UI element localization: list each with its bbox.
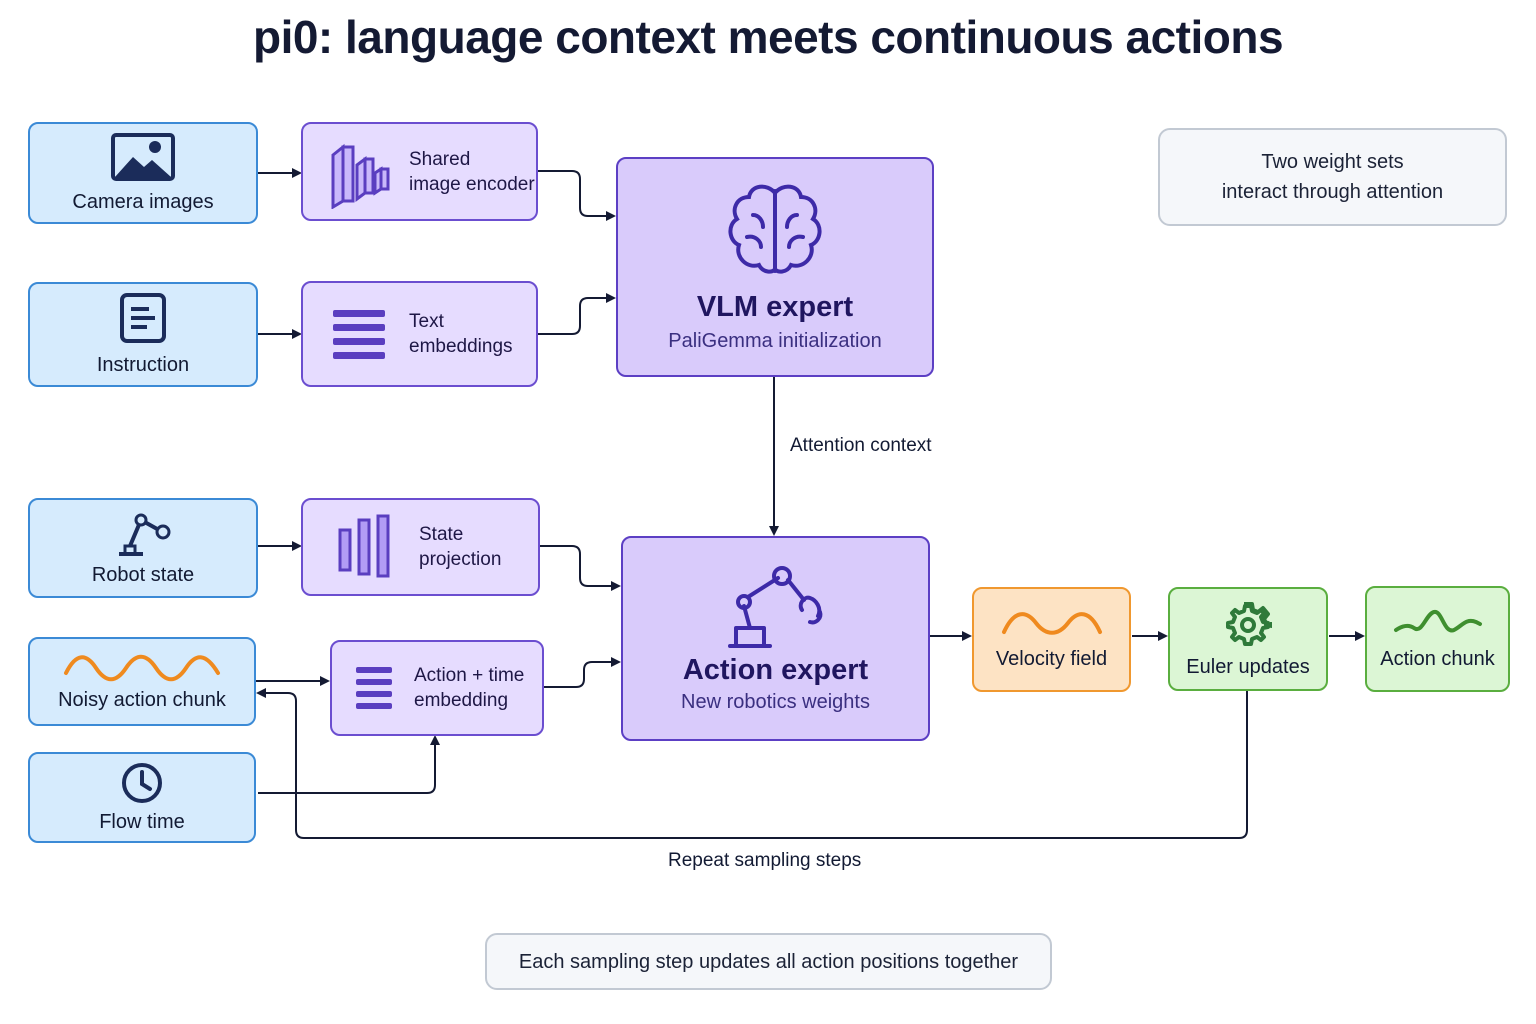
robot-arm-icon bbox=[727, 565, 822, 648]
weight-sets-note-line-1: Two weight sets bbox=[1261, 151, 1404, 173]
camera-images-node: Camera images bbox=[28, 122, 258, 224]
action-chunk-node: Action chunk bbox=[1365, 586, 1510, 692]
attention-context-label: Attention context bbox=[790, 435, 932, 456]
diagram-title: pi0: language context meets continuous a… bbox=[252, 11, 1284, 63]
robot-state-node: Robot state bbox=[28, 498, 258, 598]
stacked-layers-icon bbox=[331, 143, 390, 209]
robot-arm-icon bbox=[119, 513, 171, 556]
arrow-flowtime-to-embedding bbox=[258, 735, 440, 794]
euler-updates-node: Euler updates bbox=[1168, 587, 1328, 691]
text-lines-icon bbox=[333, 310, 385, 359]
state-projection-node: State projection bbox=[301, 498, 540, 596]
shared-image-encoder-label: Shared image encoder bbox=[409, 148, 535, 195]
action-time-embedding-label: Action + time embedding bbox=[414, 665, 525, 711]
instruction-label: Instruction bbox=[96, 354, 190, 376]
document-icon bbox=[120, 293, 166, 343]
wave-icon bbox=[1001, 612, 1102, 635]
brain-icon bbox=[728, 184, 822, 274]
vlm-expert-title: VLM expert bbox=[696, 291, 854, 323]
smooth-wave-icon bbox=[1393, 609, 1482, 632]
image-icon bbox=[111, 132, 175, 181]
velocity-field-label: Velocity field bbox=[995, 648, 1108, 670]
clock-icon bbox=[122, 763, 162, 803]
action-chunk-label: Action chunk bbox=[1380, 647, 1495, 670]
action-expert-title: Action expert bbox=[682, 653, 869, 686]
text-lines-icon bbox=[356, 667, 392, 709]
gear-icon bbox=[1226, 601, 1272, 646]
arrow-repeat-sampling-loop bbox=[256, 688, 1248, 839]
state-projection-label: State projection bbox=[419, 524, 502, 570]
action-expert-node: Action expert New robotics weights bbox=[621, 536, 930, 741]
vlm-expert-subtitle: PaliGemma initialization bbox=[668, 330, 882, 352]
action-expert-subtitle: New robotics weights bbox=[681, 690, 870, 713]
bars-icon bbox=[338, 514, 390, 578]
text-embeddings-node: Text embeddings bbox=[301, 281, 538, 387]
flow-time-label: Flow time bbox=[99, 811, 185, 833]
action-time-embedding-node: Action + time embedding bbox=[330, 640, 544, 736]
noisy-action-chunk-label: Noisy action chunk bbox=[58, 689, 226, 711]
arrow-embedding-to-action-expert bbox=[544, 657, 621, 688]
camera-images-label: Camera images bbox=[72, 190, 214, 213]
text-embeddings-label: Text embeddings bbox=[409, 311, 513, 357]
repeat-sampling-label: Repeat sampling steps bbox=[668, 850, 862, 871]
vlm-expert-node: VLM expert PaliGemma initialization bbox=[616, 157, 934, 377]
noisy-action-chunk-node: Noisy action chunk bbox=[28, 637, 256, 726]
instruction-node: Instruction bbox=[28, 282, 258, 387]
velocity-field-node: Velocity field bbox=[972, 587, 1131, 692]
weight-sets-note: Two weight sets interact through attenti… bbox=[1158, 128, 1507, 226]
sampling-note: Each sampling step updates all action po… bbox=[485, 933, 1052, 990]
shared-image-encoder-node: Shared image encoder bbox=[301, 122, 538, 221]
sampling-note-text: Each sampling step updates all action po… bbox=[518, 950, 1019, 973]
euler-updates-label: Euler updates bbox=[1186, 655, 1310, 678]
arrow-text-to-vlm bbox=[538, 293, 616, 335]
robot-state-label: Robot state bbox=[91, 563, 195, 586]
flow-time-node: Flow time bbox=[28, 752, 256, 843]
weight-sets-note-line-2: interact through attention bbox=[1221, 181, 1444, 203]
arrow-encoder-to-vlm bbox=[538, 170, 616, 221]
arrow-state-to-action-expert bbox=[540, 545, 621, 591]
noise-wave-icon bbox=[64, 654, 220, 682]
